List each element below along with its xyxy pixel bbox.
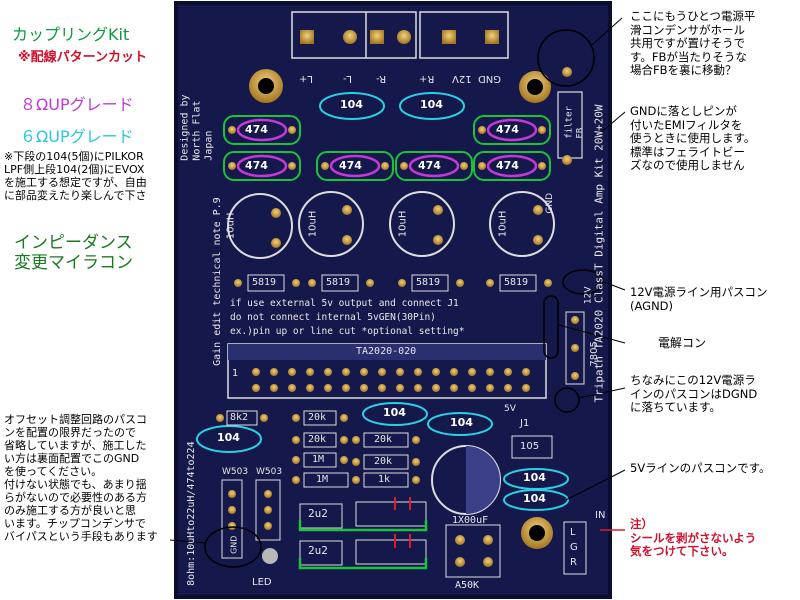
designed-by-label: Designed by North Flat Japan (179, 94, 214, 161)
annotation-gnd-note: GNDに落としピンが 付いたEMIフィルタを 使うときに使用します。 標準はフェ… (630, 104, 756, 173)
terminal-label-lplus: L+ (299, 72, 313, 84)
cap-2u2-area (298, 497, 428, 570)
cap-104-right1: 104 (523, 471, 546, 484)
legend-note-104: ※下段の104(5個)にPILKOR LPF側上段104(2個)にEVOX を施… (4, 150, 147, 202)
ta2020-ic-footprint (227, 343, 547, 399)
cap-104-top-right: 104 (420, 98, 443, 111)
in-pin-l: L (570, 527, 576, 538)
terminal-label-gnd: GND (478, 72, 501, 84)
annotation-cap-note: ここにもうひとつ電源平 滑コンデンサがホール 共用ですが置けそうで す。FBが当… (630, 9, 756, 78)
info-line-2: do not connect internal 5vGEN(30Pin) (230, 312, 436, 323)
legend-wiring-cut: ※配線パターンカット (18, 50, 147, 65)
v5-label: 5V (504, 404, 516, 414)
cap-105-label: 105 (520, 441, 540, 452)
w503-label-1: W503 (222, 467, 249, 477)
gnd-label-left: GND (229, 535, 239, 554)
side-text-label: 8ohm:10uHto22uH/474to224 (186, 441, 198, 586)
annotation-bypass-12v: 12V電源ライン用パスコン (AGND) (630, 285, 768, 313)
filter-fb-label: filter FB (564, 106, 585, 139)
inductor-label-3: 10uH (397, 210, 409, 238)
terminal-label-rminus: R- (376, 72, 387, 84)
terminal-label-lminus: L- (343, 72, 353, 84)
diode-label-3: 5819 (416, 277, 441, 288)
info-line-1: if use external 5v output and connect J1 (230, 298, 459, 309)
resistor-area (216, 410, 420, 488)
cap-474-1: 474 (245, 123, 268, 136)
diode-label-2: 5819 (326, 277, 351, 288)
info-line-3: ex.)pin up or line cut *optional setting… (230, 326, 465, 337)
cap-104-top-left: 104 (340, 98, 363, 111)
cap-474-3: 474 (245, 159, 268, 172)
cap-474-6: 474 (496, 159, 519, 172)
v12-label: 12V (583, 286, 594, 305)
diode-label-1: 5819 (252, 277, 277, 288)
annotation-dgnd-note: ちなみにこの12V電源ラ インのパスコンはDGND に落ちています。 (630, 373, 758, 415)
cap-104-mid2: 104 (450, 416, 473, 429)
annotation-electrolytic: 電解コン (658, 336, 707, 350)
gnd-label-right: GND (545, 192, 556, 214)
note-title-label: Gain edit technical note P.9 (212, 197, 224, 366)
terminal-label-rplus: R+ (419, 72, 435, 84)
res-1m-2: 1M (316, 474, 329, 485)
res-20k-1: 20k (308, 412, 327, 423)
cap-104-mid: 104 (383, 406, 406, 419)
ic-label: TA2020-020 (356, 346, 417, 357)
cap-2u2-2: 2u2 (308, 544, 328, 557)
legend-coupling: カップリングKit (12, 25, 130, 44)
res-1m-1: 1M (312, 454, 325, 465)
cap-474-4: 474 (339, 159, 362, 172)
cap-1x00uf-label: 1X00uF (452, 515, 489, 526)
offset-note: オフセット調整回路のパスコ ンを配置の限界だったので 省略していますが、施工した… (4, 413, 158, 543)
inductor-label-1: 10uH (225, 212, 237, 240)
inductor-label-2: 10uH (307, 210, 319, 238)
cap-104-right2: 104 (523, 492, 546, 505)
res-20k-2: 20k (308, 434, 327, 445)
cap-2u2-1: 2u2 (308, 507, 328, 520)
cap-104-top (196, 92, 569, 511)
res-20k-4: 20k (374, 456, 393, 467)
res-8k2: 8k2 (230, 412, 249, 423)
regulator-label: 7805 (588, 341, 600, 367)
mounting-holes (249, 69, 553, 549)
diode-label-4: 5819 (504, 277, 529, 288)
cap-474-2: 474 (496, 123, 519, 136)
in-label: IN (595, 510, 606, 521)
in-pin-g: G (570, 542, 578, 553)
annotation-bypass-5v: 5Vラインのパスコンです。 (630, 461, 771, 475)
output-terminal-block (291, 11, 509, 59)
legend-impedance: インピーダンス 変更マイラコン (14, 233, 133, 274)
cap-104-left: 104 (217, 431, 240, 444)
inductors (227, 191, 555, 259)
j1-label: J1 (520, 418, 530, 429)
inductor-label-4: 10uH (497, 210, 509, 238)
annotation-caution: 注） シールを剥がさないよう 気をつけて下さい。 (630, 517, 757, 559)
ic-pin1-label: 1 (232, 368, 239, 379)
diodes (234, 274, 552, 292)
led-label: LED (252, 577, 272, 588)
vr-a50k-label: A50K (455, 580, 480, 591)
cap-474-group (223, 115, 551, 181)
res-20k-3: 20k (374, 434, 393, 445)
w503-label-2: W503 (256, 467, 283, 477)
in-pin-r: R (570, 557, 577, 568)
terminal-label-12v: 12V (452, 72, 472, 84)
legend-upgrade-6ohm: ６ΩUPグレード (20, 127, 134, 146)
res-1k: 1k (378, 474, 391, 485)
cap-474-5: 474 (418, 159, 441, 172)
legend-upgrade-8ohm: ８ΩUPグレード (20, 95, 134, 114)
